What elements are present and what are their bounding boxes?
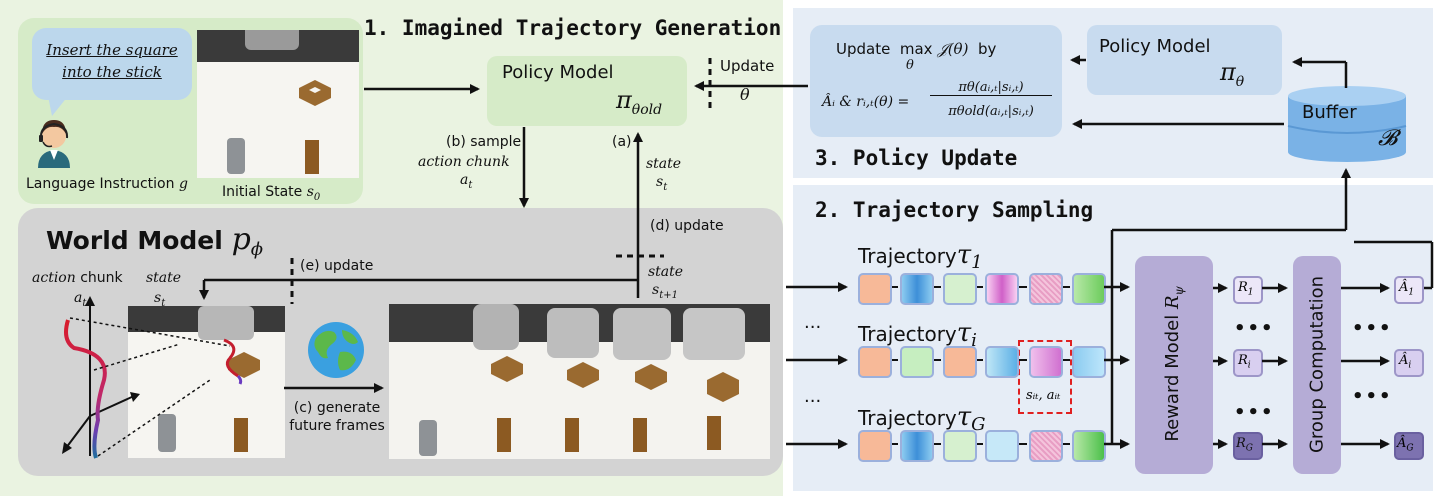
highlight-step-label: sᵢₜ, aᵢₜ — [1026, 388, 1061, 403]
policy-update-box — [810, 25, 1062, 137]
world-model-title: World Model pϕ — [46, 222, 264, 260]
update-d-label: (d) update — [650, 218, 724, 234]
ellipsis-adv-1: ••• — [1352, 318, 1393, 339]
speech-bubble-tail — [48, 96, 68, 116]
trajG-step-3 — [943, 430, 977, 462]
ellipsis-reward-1: ••• — [1234, 318, 1275, 339]
section-title-sampling: 2. Trajectory Sampling — [815, 198, 1094, 222]
update-theta-label: Update — [720, 57, 775, 75]
trajI-step-4 — [985, 346, 1019, 378]
advantage-ratio-lhs: Âᵢ & rᵢ,ₜ(θ) = — [822, 94, 910, 110]
policy-model-new-box — [1087, 25, 1282, 95]
wm-state-label: state — [146, 270, 182, 286]
trajG-step-6 — [1072, 430, 1106, 462]
ellipsis-adv-2: ••• — [1352, 386, 1393, 407]
projection-lines — [69, 317, 231, 457]
traj1-step-6 — [1072, 273, 1106, 305]
instruction-line1: Insert the square — [46, 41, 178, 59]
sample-line2: action chunk — [418, 154, 510, 170]
trajG-step-2 — [900, 430, 934, 462]
state-a-symbol: st — [656, 174, 668, 193]
trajI-step-3 — [943, 346, 977, 378]
state-next-symbol: st+1 — [652, 282, 678, 301]
advantage-box-1 — [1394, 276, 1424, 304]
future-frames-image — [389, 304, 770, 459]
traj1-step-4 — [985, 273, 1019, 305]
trajI-step-6 — [1072, 346, 1106, 378]
sample-symbol: at — [460, 172, 473, 191]
action-chunk-plot — [62, 296, 140, 459]
advantage-label-1: Â1 — [1399, 280, 1415, 298]
advantage-label-i: Âi — [1399, 353, 1412, 371]
wm-action-chunk-label: action chunk — [32, 270, 123, 286]
person-icon — [38, 120, 70, 168]
traj1-step-3 — [943, 273, 977, 305]
trajG-step-4 — [985, 430, 1019, 462]
trajI-step-2 — [900, 346, 934, 378]
traj1-step-2 — [900, 273, 934, 305]
trajG-step-1 — [858, 430, 892, 462]
reward-label-1: R1 — [1238, 280, 1254, 298]
trajI-step-5 — [1029, 346, 1063, 378]
state-a-label: (a) — [612, 134, 632, 150]
highlight-step-box — [1018, 340, 1072, 414]
trajectory-label-1: Trajectoryτ1 — [858, 240, 983, 273]
reward-model-box — [1135, 256, 1213, 474]
policy-old-symbol: πθold — [616, 86, 663, 118]
update-argmax-theta: θ — [906, 58, 914, 73]
policy-model-old-title: Policy Model — [502, 62, 614, 83]
policy-new-symbol: πθ — [1220, 58, 1245, 90]
reward-label-i: Ri — [1238, 353, 1251, 371]
initial-state-caption: Initial State s0 — [222, 184, 321, 203]
group-computation-box — [1293, 256, 1341, 474]
buffer-title: Buffer — [1302, 102, 1357, 123]
wm-current-state-image — [128, 306, 285, 458]
wm-action-symbol: at — [74, 290, 87, 309]
section-title-imagined: 1. Imagined Trajectory Generation — [364, 16, 782, 40]
section-title-policy-update: 3. Policy Update — [815, 146, 1018, 170]
trajectory-label-g: TrajectoryτG — [858, 402, 986, 435]
buffer-cylinder — [1287, 86, 1407, 162]
traj1-step-5 — [1029, 273, 1063, 305]
ellipsis-reward-2: ••• — [1234, 402, 1275, 423]
ellipsis-left-2: ... — [804, 386, 822, 407]
speech-bubble — [32, 28, 192, 100]
sample-label: (b) sample — [446, 134, 522, 150]
trajG-step-5 — [1029, 430, 1063, 462]
generate-line2: future frames — [289, 418, 385, 434]
reward-label-g: RG — [1236, 436, 1253, 454]
initial-state-image — [197, 30, 359, 178]
update-theta-symbol: θ — [740, 85, 750, 104]
update-objective: Update max 𝒥(θ) by — [836, 40, 997, 58]
ratio-denominator: πθold(aᵢ,ₜ|sᵢ,ₜ) — [948, 104, 1034, 119]
generate-line1: (c) generate — [293, 400, 381, 416]
globe-icon — [308, 322, 364, 378]
update-e-label: (e) update — [300, 258, 374, 274]
policy-model-old-box — [487, 56, 687, 126]
wm-state-symbol: st — [154, 290, 166, 309]
traj1-step-1 — [858, 273, 892, 305]
state-next-line1: state — [648, 264, 684, 280]
advantage-box-i — [1394, 349, 1424, 377]
advantage-label-g: ÂG — [1397, 436, 1414, 454]
reward-box-1 — [1233, 276, 1263, 304]
instruction-line2: into the stick — [62, 63, 162, 81]
trajI-step-1 — [858, 346, 892, 378]
reward-box-i — [1233, 349, 1263, 377]
policy-model-new-title: Policy Model — [1099, 36, 1211, 57]
ratio-numerator: πθ(aᵢ,ₜ|sᵢ,ₜ) — [930, 80, 1052, 96]
trajectory-label-i: Trajectoryτi — [858, 318, 977, 351]
ellipsis-left-1: ... — [804, 312, 822, 333]
reward-box-g — [1233, 432, 1263, 460]
instruction-caption: Language Instruction g — [26, 176, 188, 192]
advantage-box-g — [1394, 432, 1424, 460]
buffer-symbol: 𝓑 — [1378, 126, 1398, 151]
state-a-line2: state — [646, 156, 682, 172]
